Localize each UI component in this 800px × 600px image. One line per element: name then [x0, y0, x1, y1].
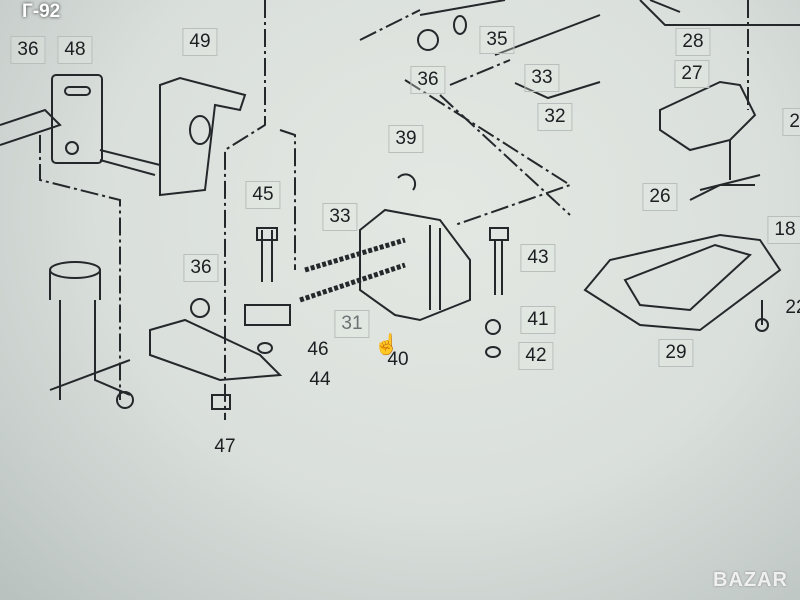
part-label-36: 36 [183, 254, 219, 282]
part-label-27: 27 [674, 60, 710, 88]
part-label-48: 48 [57, 36, 93, 64]
part-label-25: 25 [782, 108, 800, 136]
part-label-47: 47 [214, 436, 236, 457]
part-label-35: 35 [479, 26, 515, 54]
part-label-18: 18 [767, 216, 800, 244]
part-label-28: 28 [675, 28, 711, 56]
part-label-36: 36 [410, 66, 446, 94]
part-label-49: 49 [182, 28, 218, 56]
part-label-46: 46 [307, 339, 329, 360]
part-label-36: 36 [10, 36, 46, 64]
part-label-32: 32 [537, 103, 573, 131]
part-label-31[interactable]: 31 [334, 310, 370, 338]
part-label-45: 45 [245, 181, 281, 209]
hand-cursor-icon: ☝ [374, 334, 399, 356]
part-label-41: 41 [520, 306, 556, 334]
part-label-22: 22 [785, 297, 800, 318]
part-label-33: 33 [322, 203, 358, 231]
listing-code-overlay: Г-92 [22, 1, 61, 22]
part-label-42: 42 [518, 342, 554, 370]
part-label-44: 44 [309, 369, 331, 390]
part-label-39: 39 [388, 125, 424, 153]
part-label-43: 43 [520, 244, 556, 272]
part-label-40: 40 [387, 349, 409, 370]
part-label-33: 33 [524, 64, 560, 92]
part-label-29: 29 [658, 339, 694, 367]
part-label-26: 26 [642, 183, 678, 211]
watermark-logo: BAZAR [713, 569, 788, 591]
